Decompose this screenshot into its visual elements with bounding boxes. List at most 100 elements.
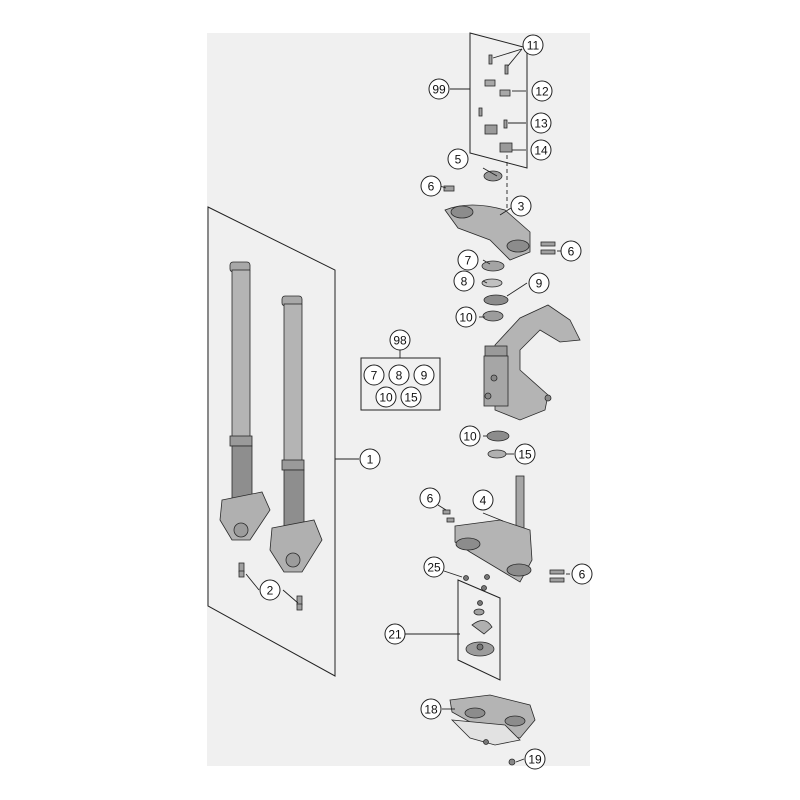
kit-98-item-7: 7 [363,364,385,386]
kit-98-item-15: 15 [400,386,422,408]
callout-c15: 15 [514,443,536,465]
callout-c12-circle [531,80,553,102]
callout-c21-circle [384,623,406,645]
callout-c2-circle [259,579,281,601]
callout-c19-label: 19 [528,753,542,767]
callout-c6d-label: 6 [579,568,586,582]
callout-c4-label: 4 [480,494,487,508]
callout-c98-label: 98 [393,334,407,348]
callout-c10b-label: 10 [463,430,477,444]
callout-c9-label: 9 [536,277,543,291]
headset-bolts [478,54,513,153]
callout-c15-label: 15 [518,448,532,462]
callout-c8: 8 [453,270,475,292]
callout-c21-label: 21 [388,628,402,642]
kit-98-item-9-label: 9 [421,369,428,383]
bracket-kit-frame [457,579,501,681]
callout-c18-label: 18 [424,703,438,717]
kit-98-item-15-circle [400,386,422,408]
callout-c6d-circle [571,563,593,585]
callout-c99: 99 [428,78,450,100]
kit-98-item-10: 10 [375,386,397,408]
kit-98 [360,350,441,411]
callout-c18: 18 [420,698,442,720]
kit-98-item-10-circle [375,386,397,408]
callout-c19-circle [524,748,546,770]
fork-assembly [207,206,359,677]
upper-triple-clamp [439,167,561,261]
callout-c6c: 6 [419,487,441,509]
kit-98-item-10-label: 10 [379,391,393,405]
callout-c1: 1 [359,448,381,470]
callout-c11-label: 11 [527,39,540,53]
callout-c7: 7 [457,249,479,271]
leader-2b [282,589,299,604]
callout-c6b-circle [560,240,582,262]
callout-c6a-circle [420,175,442,197]
headset-kit-frame [469,32,528,169]
callout-c98: 98 [389,329,411,351]
callout-c14: 14 [530,139,552,161]
fork-leg-left [219,261,271,541]
guard-plate [442,694,536,766]
callout-c21: 21 [384,623,406,645]
callout-c9: 9 [528,272,550,294]
leader-2a [245,573,260,591]
callout-c10a-circle [455,306,477,328]
callout-c2: 2 [259,579,281,601]
callout-c5-label: 5 [455,153,462,167]
lower-triple-clamp [437,475,570,583]
callout-c6c-circle [419,487,441,509]
callout-c6b: 6 [560,240,582,262]
callout-c1-circle [359,448,381,470]
callout-c1-label: 1 [367,453,374,467]
callout-c2-label: 2 [267,584,274,598]
callout-c13-label: 13 [534,117,548,131]
kit-98-item-9: 9 [413,364,435,386]
callout-c10a-label: 10 [459,311,473,325]
callout-c3-circle [510,195,532,217]
callout-c4-circle [472,489,494,511]
callout-c19: 19 [524,748,546,770]
kit-98-item-15-label: 15 [404,391,418,405]
callout-c8-label: 8 [461,275,468,289]
callout-c18-circle [420,698,442,720]
kit-98-item-8: 8 [388,364,410,386]
callout-c25-circle [423,556,445,578]
callout-c25: 25 [423,556,445,578]
callout-c13-circle [530,112,552,134]
fork-group-frame [207,206,336,677]
fork-leg-right [269,295,323,573]
kit-98-item-7-circle [363,364,385,386]
callout-c6d: 6 [571,563,593,585]
callout-c6a: 6 [420,175,442,197]
kit-98-frame [360,357,441,411]
kit-98-item-9-circle [413,364,435,386]
callout-c14-label: 14 [534,144,548,158]
callout-c6c-label: 6 [427,492,434,506]
callout-c99-circle [428,78,450,100]
callout-c10a: 10 [455,306,477,328]
callout-c14-circle [530,139,552,161]
callout-c7-label: 7 [465,254,472,268]
bearing-stack-upper [479,259,528,322]
callout-c6a-label: 6 [428,180,435,194]
callout-c7-circle [457,249,479,271]
callout-c8-circle [453,270,475,292]
frame-section [483,304,581,459]
kit-98-item-8-circle [388,364,410,386]
kit-98-item-8-label: 8 [396,369,403,383]
headset-kit [450,32,528,210]
callout-c4: 4 [472,489,494,511]
callout-c11: 11 [522,34,544,56]
callout-c9-circle [528,272,550,294]
callout-c11-circle [522,34,544,56]
callout-c6b-label: 6 [568,245,575,259]
bracket-assembly [405,570,501,681]
callout-c10b-circle [459,425,481,447]
kit-98-item-7-label: 7 [371,369,378,383]
callout-c12-label: 12 [535,85,549,99]
callout-c5-circle [447,148,469,170]
